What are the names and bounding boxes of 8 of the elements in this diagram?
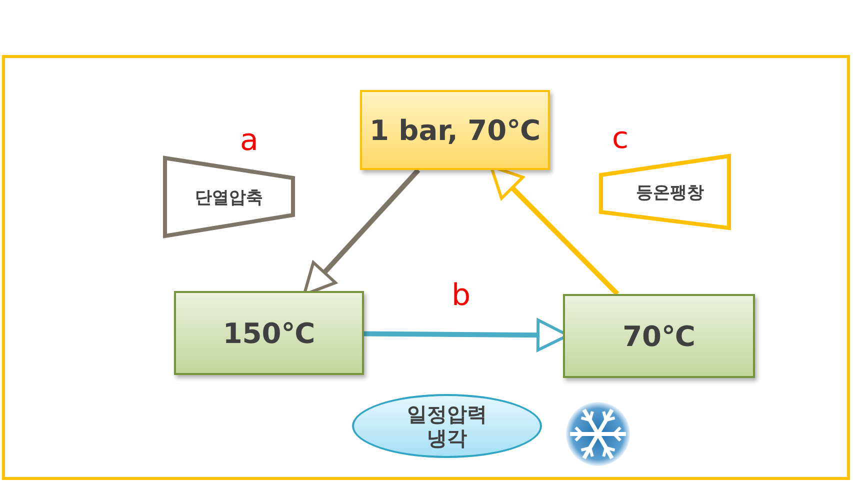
process-ellipse: 일정압력 냉각 [352,394,542,458]
node-label: 등온팽창 [636,182,704,204]
state-box: 150℃ [174,291,364,375]
node-label: 단열압축 [195,186,263,208]
state-box: 1 bar, 70℃ [360,90,550,170]
step-letter: a [240,126,258,156]
step-letter: c [612,124,628,154]
state-box: 70℃ [563,294,755,378]
